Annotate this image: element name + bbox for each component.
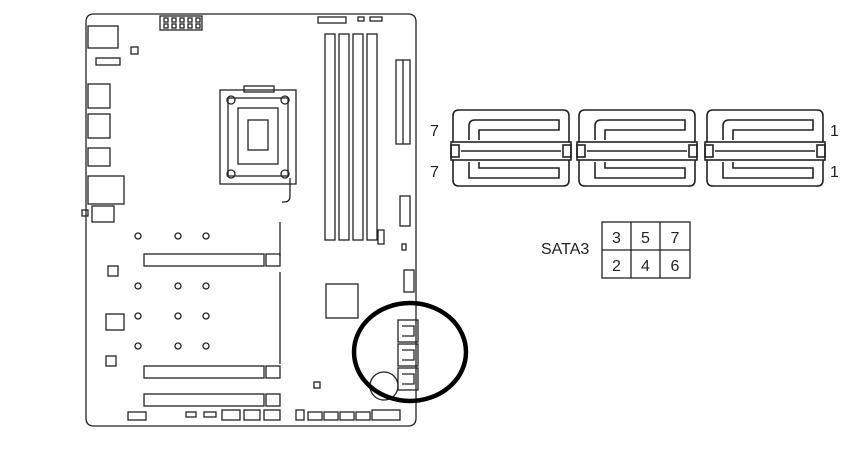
row-top-right-label: 1 xyxy=(830,123,839,140)
fan-header xyxy=(317,16,347,24)
small-header xyxy=(401,243,407,251)
small-square xyxy=(105,313,125,331)
small-square xyxy=(313,381,321,389)
sata-connector xyxy=(450,109,572,187)
small-square xyxy=(130,46,139,55)
pcie-slot xyxy=(143,365,281,379)
io-block xyxy=(87,147,111,167)
row-bottom-right-label: 1 xyxy=(830,164,839,181)
motherboard xyxy=(81,13,419,427)
bottom-headers xyxy=(127,409,401,421)
legend-cell-top-2: 5 xyxy=(641,230,650,247)
io-block xyxy=(87,175,125,205)
legend-cell-top-3: 7 xyxy=(671,230,680,247)
io-block xyxy=(95,57,121,66)
io-block xyxy=(87,25,119,49)
highlight-circle xyxy=(351,300,469,404)
fan-header xyxy=(357,16,365,22)
usb-header xyxy=(403,269,415,293)
cpu-socket xyxy=(219,85,297,203)
io-block xyxy=(87,113,111,139)
chipset xyxy=(325,283,359,319)
cpu-power-connector xyxy=(159,15,203,31)
row-top-left-label: 7 xyxy=(430,123,439,140)
sata-connector xyxy=(576,109,698,187)
sata-legend-grid xyxy=(601,221,691,279)
dimm-slots xyxy=(324,33,378,241)
standoff-holes xyxy=(134,232,210,350)
small-header xyxy=(377,229,385,245)
io-block xyxy=(87,83,111,109)
legend-cell-top-1: 3 xyxy=(612,230,621,247)
sata-connector-detail xyxy=(450,109,826,187)
pcie-slot xyxy=(143,253,281,267)
usb-header xyxy=(399,195,411,227)
legend-cell-bottom-3: 6 xyxy=(671,258,680,275)
sata-legend-title: SATA3 xyxy=(541,241,589,258)
atx-power-connector xyxy=(395,59,411,145)
io-block xyxy=(91,205,115,223)
legend-cell-bottom-2: 4 xyxy=(641,258,650,275)
small-square xyxy=(105,355,117,367)
board-outline xyxy=(85,13,417,427)
row-bottom-left-label: 7 xyxy=(430,164,439,181)
board-sata-connectors xyxy=(397,319,419,391)
pcie-slot xyxy=(143,393,281,407)
small-square xyxy=(107,265,119,277)
io-block xyxy=(81,209,89,217)
fan-header xyxy=(369,16,383,22)
legend-cell-bottom-1: 2 xyxy=(612,258,621,275)
sata-connector xyxy=(704,109,826,187)
